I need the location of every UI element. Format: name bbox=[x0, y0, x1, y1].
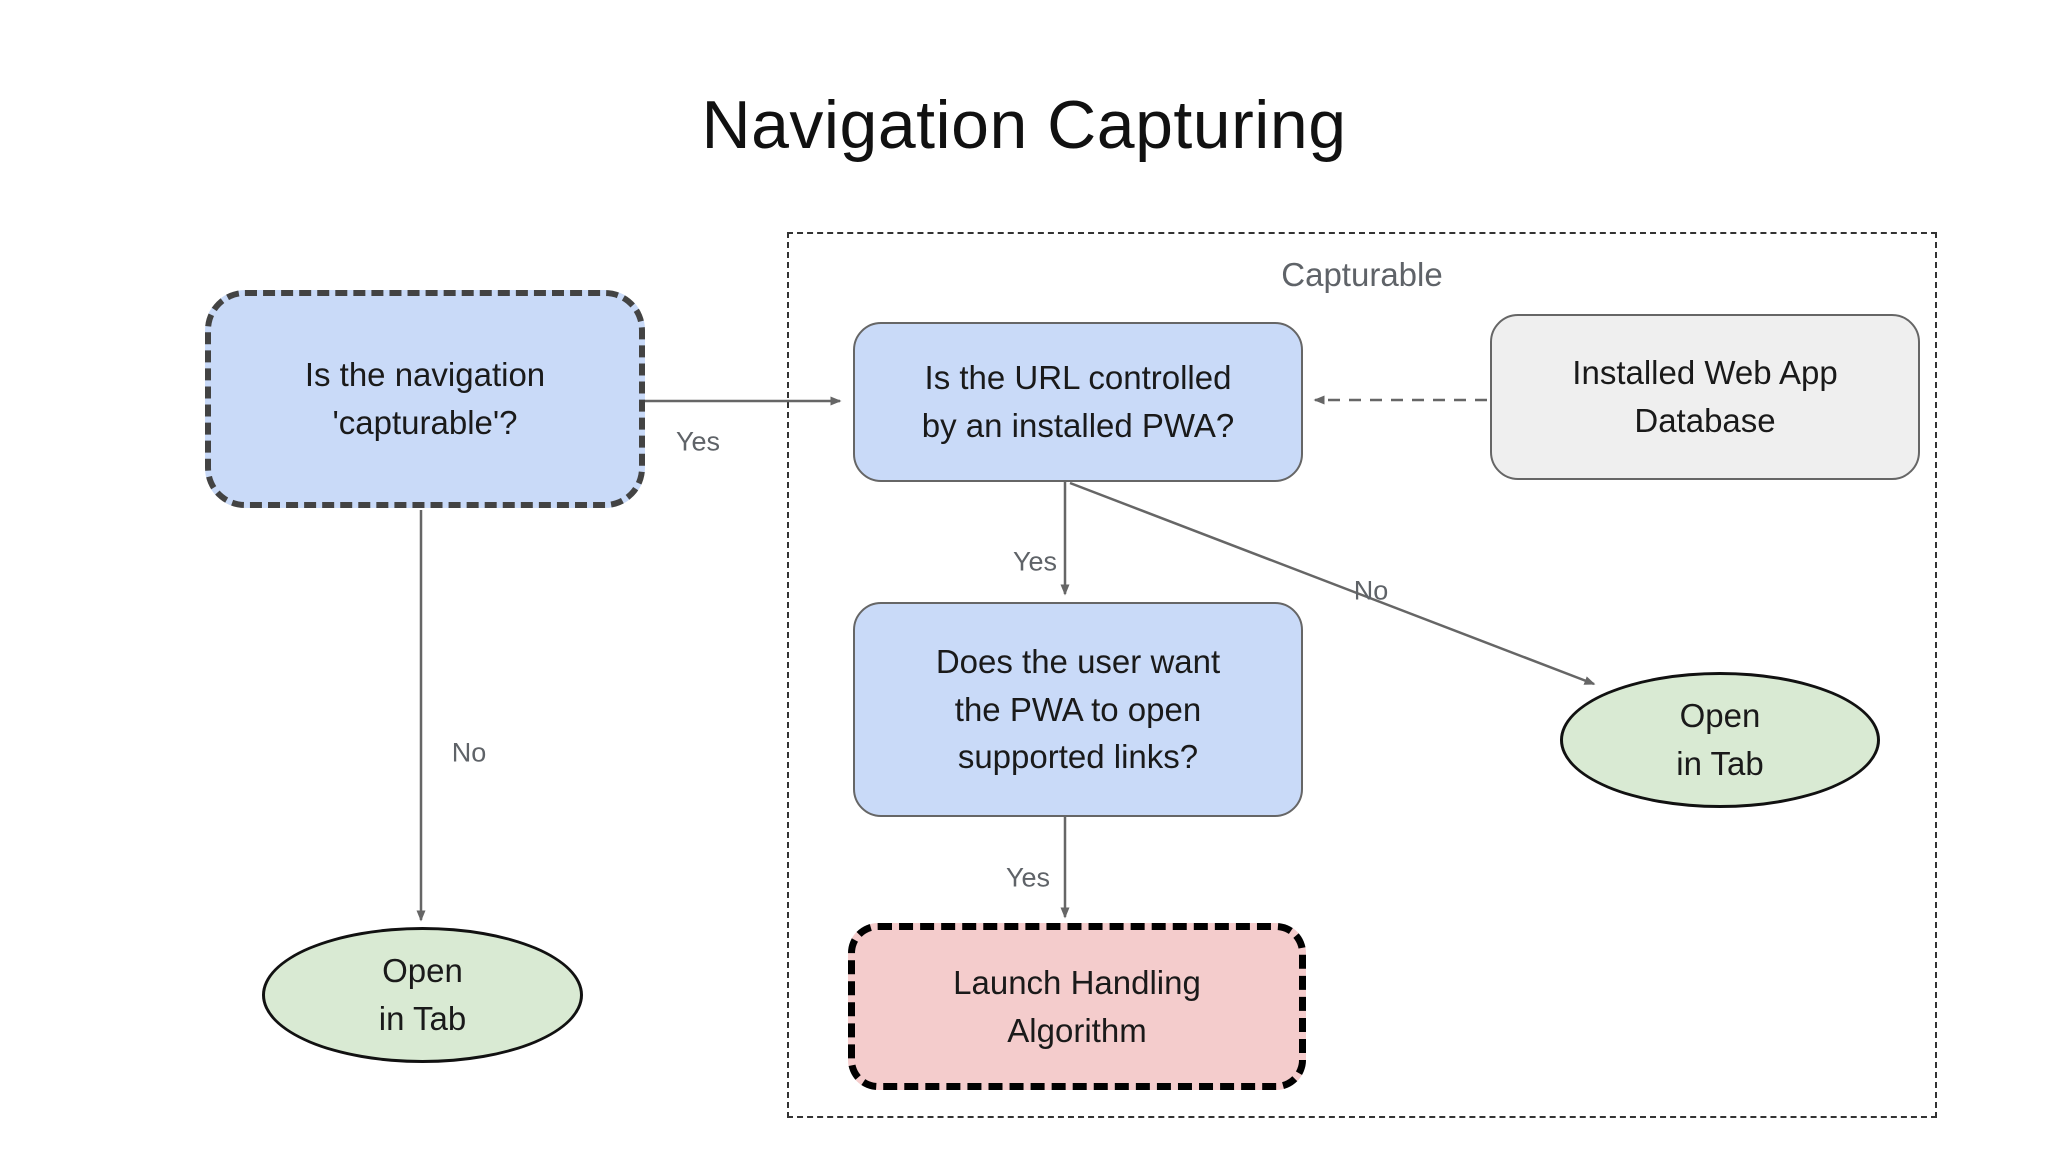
capturable-group: Capturable bbox=[787, 232, 1937, 1118]
node-text-line: Launch Handling bbox=[953, 963, 1201, 1001]
node-text-line: Does the user want bbox=[935, 643, 1221, 681]
node-text-line: Is the URL controlled bbox=[924, 359, 1232, 397]
node-installed-web-app-database: Installed Web App Database bbox=[1490, 314, 1920, 480]
node-is-capturable: Is the navigation 'capturable'? bbox=[205, 290, 645, 508]
node-text-line: Open bbox=[1679, 697, 1761, 735]
node-text-line: Open bbox=[382, 952, 463, 990]
edge-label-capturable-no: No bbox=[451, 737, 487, 768]
edge-label-controlled-yes: Yes bbox=[1012, 546, 1058, 577]
node-text-line: in Tab bbox=[378, 1000, 467, 1037]
node-text-line: Algorithm bbox=[1007, 1011, 1147, 1049]
node-text-line: supported links? bbox=[957, 738, 1199, 776]
node-text-line: by an installed PWA? bbox=[921, 407, 1235, 444]
diagram-title: Navigation Capturing bbox=[701, 87, 1347, 163]
node-user-want: Does the user want the PWA to open suppo… bbox=[853, 602, 1303, 817]
node-text-line: the PWA to open bbox=[954, 690, 1202, 728]
edge-label-capturable-yes: Yes bbox=[675, 426, 721, 457]
node-text-line: in Tab bbox=[1676, 745, 1764, 782]
node-launch-handling-algorithm: Launch Handling Algorithm bbox=[848, 923, 1306, 1090]
node-text-line: Is the navigation bbox=[304, 356, 546, 394]
node-text-line: Database bbox=[1634, 402, 1776, 439]
edge-label-controlled-no: No bbox=[1353, 575, 1389, 606]
edge-label-user-want-yes: Yes bbox=[1005, 862, 1051, 893]
node-text-line: 'capturable'? bbox=[332, 404, 518, 441]
node-open-in-tab-right: Open in Tab bbox=[1560, 672, 1880, 808]
capturable-group-label: Capturable bbox=[1281, 256, 1443, 293]
node-open-in-tab-left: Open in Tab bbox=[262, 927, 583, 1063]
node-url-controlled: Is the URL controlled by an installed PW… bbox=[853, 322, 1303, 482]
node-text-line: Installed Web App bbox=[1572, 354, 1838, 392]
